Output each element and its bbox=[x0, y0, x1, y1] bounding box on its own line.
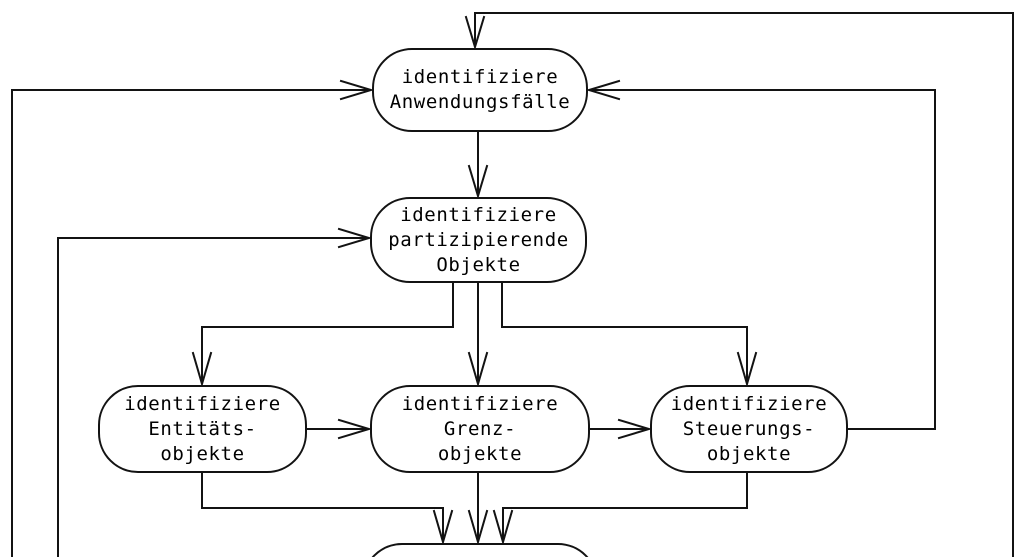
edge-feedback-right-outer-line bbox=[474, 12, 1014, 557]
node-label: identifiziere Entitäts- objekte bbox=[124, 392, 281, 467]
edge-feedback-left-outer-line bbox=[11, 89, 371, 557]
node-label-line: identifiziere bbox=[401, 392, 559, 415]
edge-entitaets-to-bottom-line bbox=[201, 472, 444, 542]
node-label-line: identifiziere bbox=[670, 392, 828, 415]
node-label: identifiziere Grenz- objekte bbox=[402, 392, 559, 467]
edge-steuerungs-to-anwendungsfaelle-arrowhead bbox=[585, 79, 621, 101]
node-identifiziere-entitaetsobjekte: identifiziere Entitäts- objekte bbox=[98, 385, 307, 473]
node-label-line: identifiziere bbox=[124, 392, 281, 415]
node-label: identifiziere partizipierende Objekte bbox=[388, 203, 569, 278]
edge-steuerungs-to-anwendungsfaelle-line bbox=[589, 89, 936, 430]
edge-partizipierende-to-entitaets-arrowhead bbox=[191, 351, 213, 388]
node-label-line: identifiziere bbox=[401, 66, 559, 88]
edge-partizipierende-to-steuerungs-arrowhead bbox=[736, 351, 758, 388]
edge-grenz-to-steuerungs-arrowhead bbox=[617, 418, 653, 440]
node-label-line: Entitäts- bbox=[148, 417, 257, 440]
edge-entitaets-to-bottom-arrowhead bbox=[432, 509, 454, 546]
node-label-line: objekte bbox=[160, 442, 245, 465]
edge-partizipierende-to-steuerungs-line bbox=[501, 282, 748, 384]
node-label-line: objekte bbox=[706, 442, 792, 465]
edge-grenz-to-bottom-arrowhead bbox=[467, 509, 489, 546]
node-identifiziere-steuerungsobjekte: identifiziere Steuerungs- objekte bbox=[650, 385, 848, 473]
node-label-line: Steuerungs- bbox=[682, 417, 816, 440]
node-identifiziere-anwendungsfaelle: identifiziere Anwendungsfälle bbox=[372, 48, 588, 132]
node-label: identifiziere Steuerungs- objekte bbox=[671, 392, 828, 467]
node-label-line: partizipierende bbox=[388, 228, 569, 251]
edge-steuerungs-to-bottom-line bbox=[502, 472, 748, 542]
node-label-line: Anwendungsfälle bbox=[389, 91, 571, 113]
node-identifiziere-partizipierende-objekte: identifiziere partizipierende Objekte bbox=[370, 197, 587, 283]
edge-feedback-left-inner-line bbox=[57, 237, 369, 557]
edge-feedback-right-outer-arrowhead bbox=[464, 15, 486, 51]
edge-anwendungsfaelle-to-partizipierende-arrowhead bbox=[467, 164, 489, 200]
edge-steuerungs-to-bottom-arrowhead bbox=[492, 509, 514, 546]
node-label: identifiziere Anwendungsfälle bbox=[390, 65, 571, 115]
node-label-line: identifiziere bbox=[400, 203, 557, 226]
node-bottom-partial bbox=[362, 543, 598, 557]
edge-feedback-left-inner-arrowhead bbox=[337, 227, 373, 249]
edge-partizipierende-to-entitaets-line bbox=[201, 282, 454, 384]
node-label-line: Objekte bbox=[436, 253, 521, 276]
edge-feedback-left-outer-arrowhead bbox=[339, 79, 375, 101]
node-identifiziere-grenzobjekte: identifiziere Grenz- objekte bbox=[370, 385, 590, 473]
edge-entitaets-to-grenz-arrowhead bbox=[337, 418, 373, 440]
edge-partizipierende-to-grenz-arrowhead bbox=[467, 351, 489, 388]
node-label-line: objekte bbox=[437, 442, 523, 465]
node-label-line: Grenz- bbox=[443, 417, 517, 440]
